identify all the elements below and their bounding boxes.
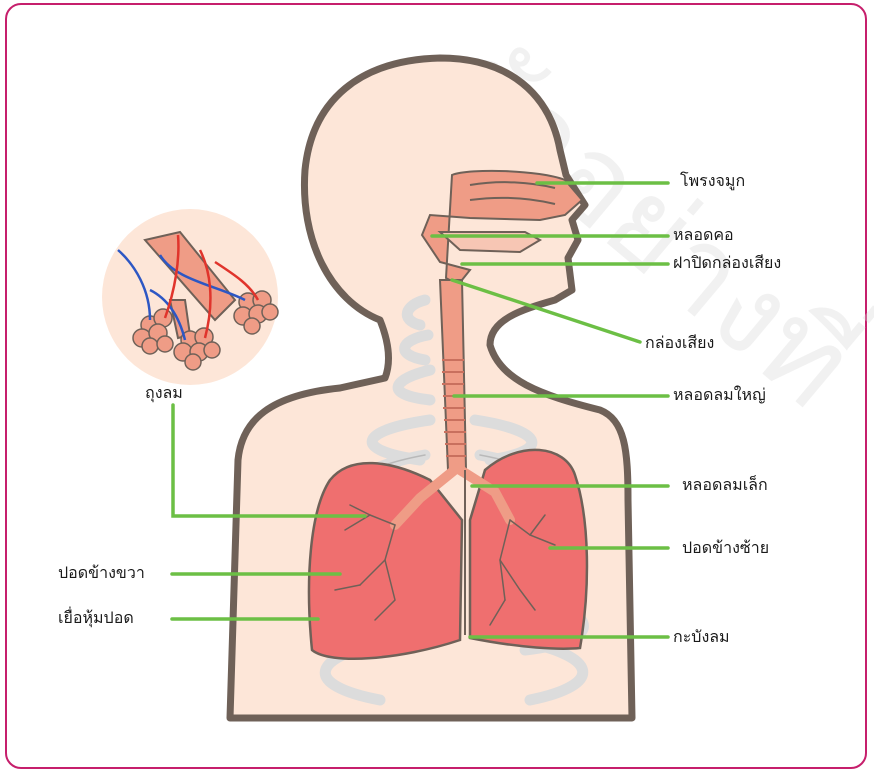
label-pharynx: หลอดคอ xyxy=(673,225,734,245)
label-alveoli: ถุงลม xyxy=(145,383,183,403)
label-bronchi: หลอดลมเล็ก xyxy=(682,475,768,495)
label-nasal-cavity: โพรงจมูก xyxy=(680,171,745,191)
alveoli-inset xyxy=(102,209,278,385)
label-right-lung: ปอดข้างขวา xyxy=(58,563,145,583)
label-diaphragm: กะบังลม xyxy=(673,627,730,647)
label-larynx: กล่องเสียง xyxy=(645,333,714,353)
label-trachea: หลอดลมใหญ่ xyxy=(673,385,766,405)
label-left-lung: ปอดข้างซ้าย xyxy=(682,538,769,558)
label-epiglottis: ฝาปิดกล่องเสียง xyxy=(673,253,781,273)
label-pleura: เยื่อหุ้มปอด xyxy=(58,608,134,628)
